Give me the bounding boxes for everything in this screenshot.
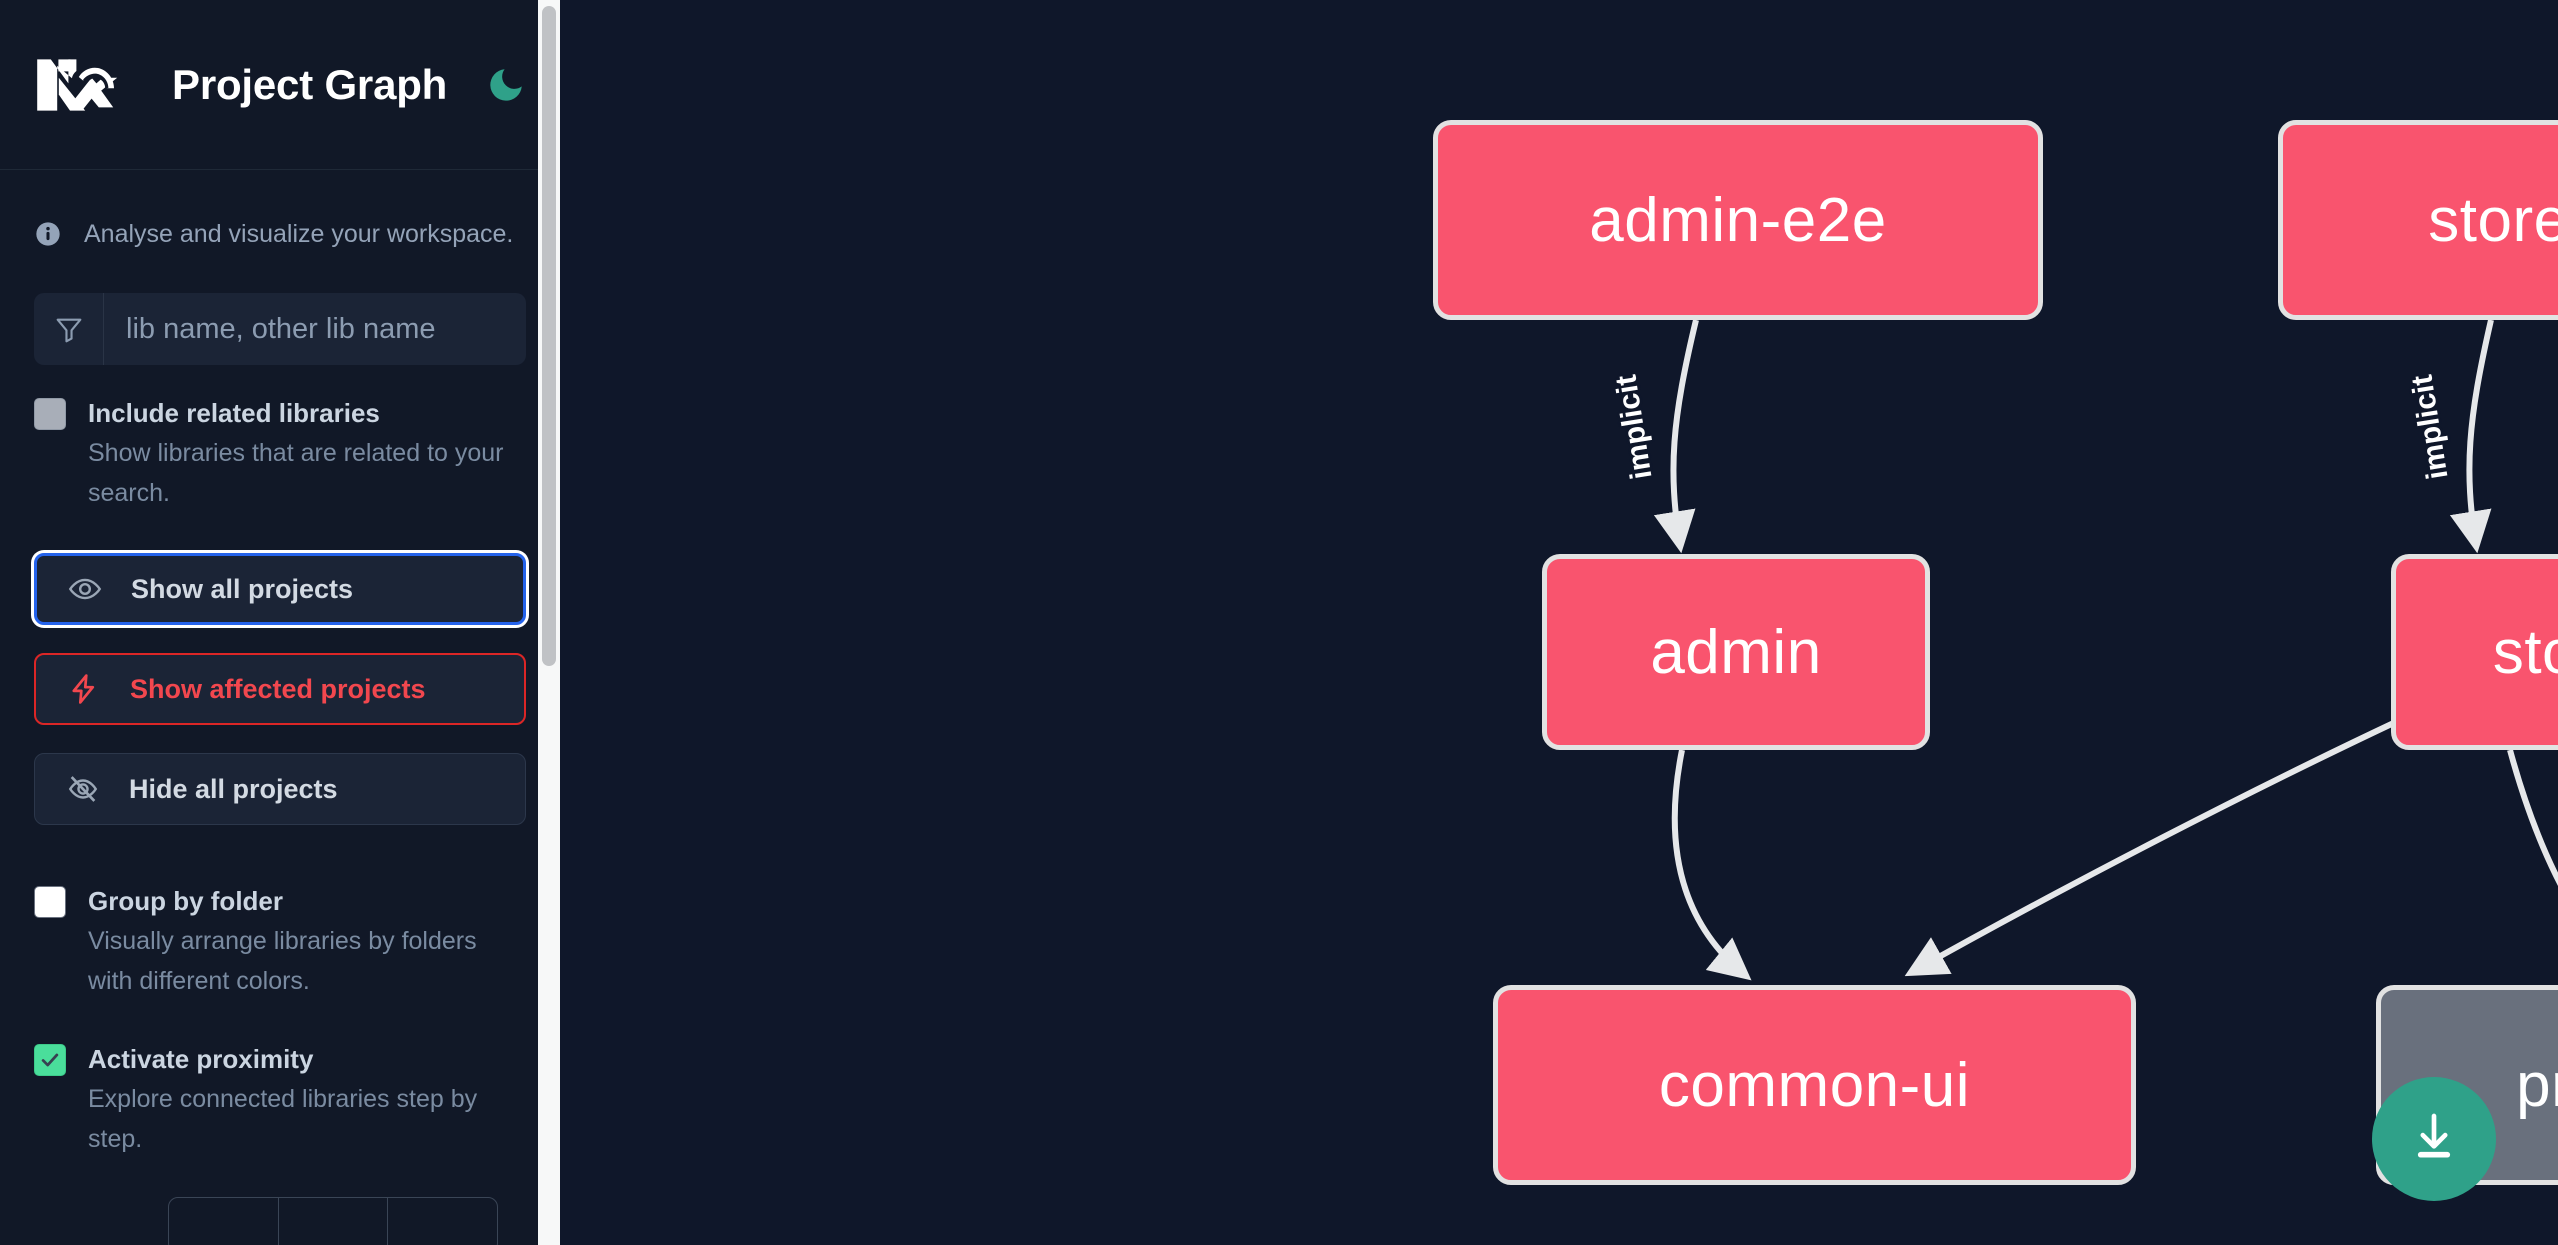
checkbox-description: Explore connected libraries step by step…	[88, 1085, 478, 1153]
search-input[interactable]	[104, 293, 526, 365]
sidebar-header: Project Graph	[0, 0, 560, 170]
checkbox-include-related-libraries[interactable]: Include related libraries Show libraries…	[0, 393, 560, 513]
eye-icon	[67, 571, 103, 607]
lightning-bolt-icon	[66, 671, 102, 707]
edge-store-to-products	[2507, 749, 2558, 887]
checkbox-description: Visually arrange libraries by folders wi…	[88, 927, 477, 995]
checkbox-label: Activate proximity	[88, 1044, 314, 1074]
edge-admin-to-common-ui	[1671, 749, 1752, 981]
graph-node-label: store-e2e	[2428, 185, 2558, 255]
info-icon	[34, 220, 62, 248]
hide-all-projects-label: Hide all projects	[129, 773, 338, 804]
graph-node-label: store	[2492, 617, 2558, 687]
sidebar-tagline: Analyse and visualize your workspace.	[0, 170, 560, 265]
visibility-button-group: Show all projects Show affected projects	[34, 553, 526, 825]
graph-node-label: common-ui	[1658, 1050, 1971, 1120]
sidebar-tagline-text: Analyse and visualize your workspace.	[84, 219, 514, 248]
proximity-step-segmented-control[interactable]	[168, 1197, 498, 1245]
graph-node-admin[interactable]: admin	[1542, 554, 1930, 750]
sidebar-scrollbar-thumb[interactable]	[542, 6, 556, 666]
graph-node-common-ui[interactable]: common-ui	[1493, 985, 2136, 1185]
sidebar: Project Graph Analyse and visualize your…	[0, 0, 560, 1245]
graph-node-label: admin	[1650, 617, 1822, 687]
show-all-projects-button[interactable]: Show all projects	[34, 553, 526, 625]
sidebar-scrollbar[interactable]	[538, 0, 560, 1245]
page-title: Project Graph	[172, 60, 448, 108]
checkbox-activate-proximity[interactable]: Activate proximity Explore connected lib…	[0, 1039, 560, 1159]
segment-value[interactable]	[279, 1198, 389, 1245]
eye-off-icon	[65, 771, 101, 807]
filter-search-row	[34, 293, 526, 365]
graph-node-admin-e2e[interactable]: admin-e2e	[1433, 120, 2043, 320]
checkbox-label: Group by folder	[88, 886, 283, 916]
show-affected-projects-button[interactable]: Show affected projects	[34, 653, 526, 725]
segment-increase[interactable]	[388, 1198, 497, 1245]
edge-store-to-common-ui	[1904, 717, 2402, 977]
check-icon	[41, 1053, 59, 1067]
project-graph-canvas[interactable]: admin-e2e store-e2e admin store common-u…	[560, 0, 2558, 1245]
download-graph-button[interactable]	[2372, 1077, 2496, 1201]
nx-logo-icon	[34, 53, 130, 117]
checkbox-description: Show libraries that are related to your …	[88, 439, 504, 507]
checkbox-box[interactable]	[34, 1044, 66, 1076]
graph-edges	[1653, 319, 2558, 981]
filter-funnel-icon	[34, 293, 104, 365]
checkbox-box[interactable]	[34, 398, 66, 430]
hide-all-projects-button[interactable]: Hide all projects	[34, 753, 526, 825]
checkbox-box[interactable]	[34, 886, 66, 918]
graph-node-label: admin-e2e	[1589, 185, 1887, 255]
show-affected-projects-label: Show affected projects	[130, 673, 426, 704]
show-all-projects-label: Show all projects	[131, 573, 354, 604]
moon-icon[interactable]	[485, 60, 527, 110]
edge-store-e2e-to-store	[2449, 319, 2494, 554]
graph-node-store[interactable]: store	[2391, 554, 2558, 750]
segment-decrease[interactable]	[169, 1198, 279, 1245]
download-icon	[2406, 1109, 2462, 1170]
graph-node-store-e2e[interactable]: store-e2e	[2278, 120, 2558, 320]
graph-node-label: products	[2516, 1050, 2558, 1120]
edge-admin-e2e-to-admin	[1653, 319, 1699, 554]
checkbox-group-by-folder[interactable]: Group by folder Visually arrange librari…	[0, 881, 560, 1001]
checkbox-label: Include related libraries	[88, 398, 380, 428]
